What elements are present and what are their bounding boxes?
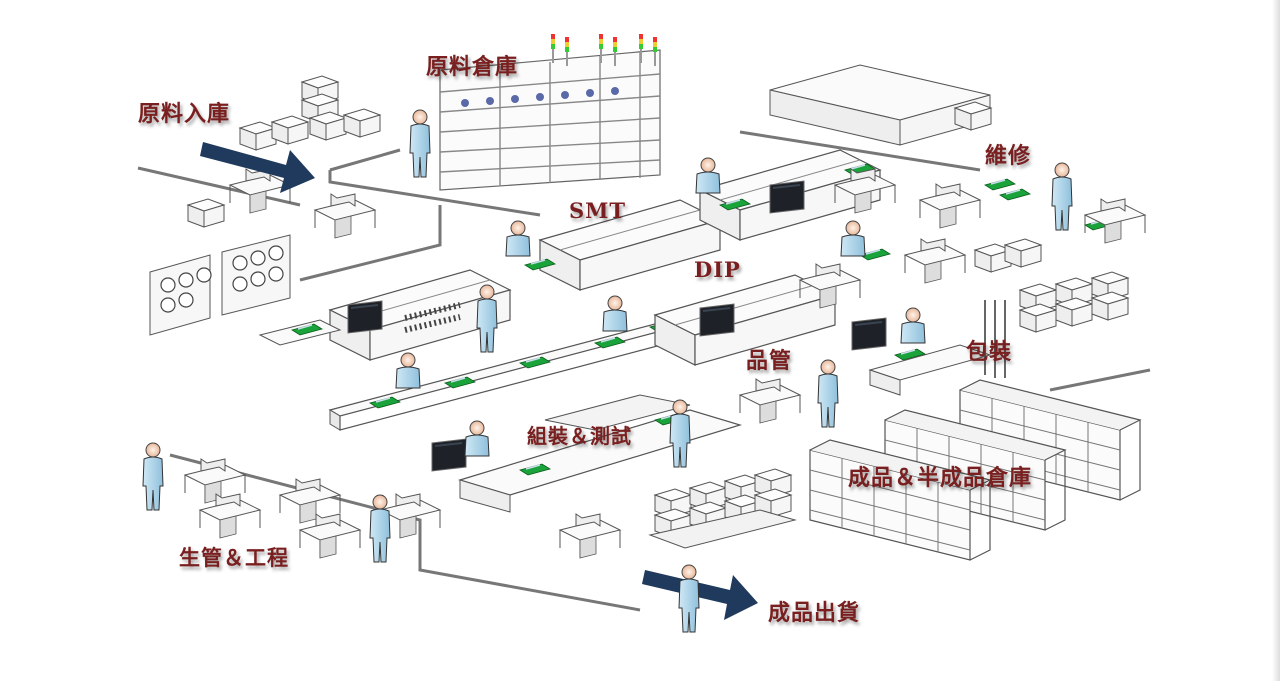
label-production-engineering: 生管＆工程 [179, 546, 289, 570]
worker-icon [900, 307, 926, 344]
worker-icon [395, 352, 421, 389]
label-qc: 品管 [746, 349, 793, 374]
label-smt: SMT [569, 198, 627, 223]
monitor-icon [347, 300, 383, 334]
page-edge [1272, 0, 1280, 681]
worker-icon [602, 295, 628, 332]
pcb-board-icon [984, 178, 1016, 191]
worker-icon [695, 157, 721, 194]
label-dip: DIP [694, 257, 741, 282]
label-packing: 包裝 [966, 340, 1013, 365]
worker-icon [669, 399, 691, 468]
label-raw-material-in: 原料入庫 [138, 102, 231, 127]
arrow-icon [200, 142, 315, 193]
floor-rails [137, 130, 1151, 612]
worker-icon [840, 220, 866, 257]
worker-icon [409, 109, 431, 178]
pcb-board-icon [999, 188, 1031, 201]
worker-icon [464, 420, 490, 457]
reel-racks [149, 234, 291, 336]
monitor-icon [851, 317, 887, 351]
top-right-equipment [769, 64, 992, 146]
worker-icon [817, 359, 839, 428]
monitor-icon [431, 438, 467, 472]
signal-tower-icon [551, 34, 555, 63]
monitor-icon [769, 180, 805, 214]
qc-desk [739, 378, 801, 424]
worker-icon [678, 564, 700, 633]
worker-icon [142, 442, 164, 511]
worker-icon [505, 220, 531, 257]
raw-material-rack [439, 34, 661, 191]
dip-machine [654, 274, 836, 366]
label-finished-goods-shipping: 成品出貨 [768, 601, 861, 626]
label-raw-material-warehouse: 原料倉庫 [426, 55, 519, 80]
label-assembly-test: 組裝＆測試 [527, 424, 632, 448]
worker-icon [1051, 162, 1073, 231]
worker-icon [369, 494, 391, 563]
arrow-icon [642, 570, 758, 620]
box-pallet [648, 468, 797, 549]
monitor-icon [699, 303, 735, 337]
placement-machines [258, 269, 511, 361]
label-fg-sfg-warehouse: 成品＆半成品倉庫 [848, 466, 1033, 491]
packing-station [851, 271, 1129, 396]
label-repair: 維修 [985, 144, 1032, 169]
desk [314, 193, 376, 239]
